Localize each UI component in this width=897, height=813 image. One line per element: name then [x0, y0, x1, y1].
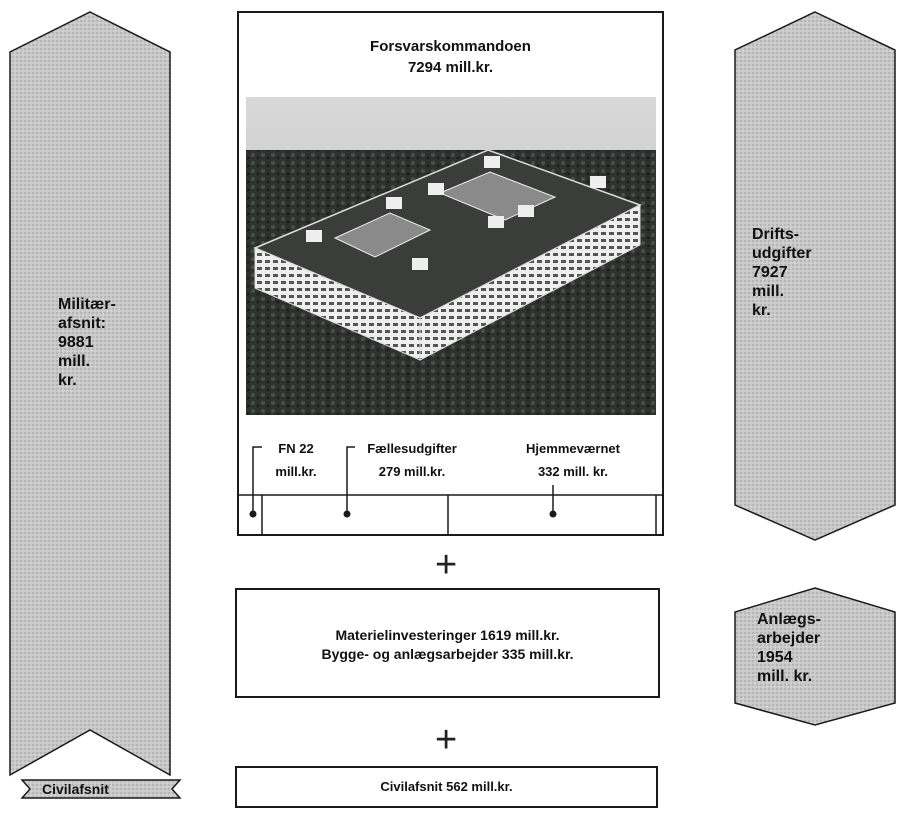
construction-arrow — [734, 587, 896, 726]
category-row — [238, 494, 663, 535]
leader-lines — [252, 446, 554, 512]
construction-arrow-label: Anlægs- arbejder 1954 mill. kr. — [757, 611, 821, 685]
civil-box-label: Civilafsnit 562 mill.kr. — [380, 779, 513, 794]
main-box-amount: 7294 mill.kr. — [407, 59, 494, 76]
operating-arrow-label: Drifts- udgifter 7927 mill. kr. — [752, 226, 812, 319]
investment-line-2: Bygge- og anlægsarbejder 335 mill.kr. — [321, 646, 574, 662]
civil-box — [235, 766, 658, 808]
leader-dots — [249, 510, 557, 518]
category-fn-name: FN 22 — [278, 441, 314, 456]
category-common-name: Fællesudgifter — [367, 441, 457, 456]
category-common-amount: 279 mill.kr. — [378, 464, 446, 479]
building-photo — [246, 97, 656, 415]
category-homeguard-amount: 332 mill. kr. — [537, 464, 609, 479]
investment-box — [235, 588, 660, 698]
plus-operator-1: + — [435, 544, 458, 586]
main-box-title: Forsvarskommandoen — [370, 38, 531, 55]
plus-operator-2: + — [435, 719, 458, 761]
category-fn-amount: mill.kr. — [275, 464, 317, 479]
investment-line-1: Materielinvesteringer 1619 mill.kr. — [335, 627, 560, 643]
civil-arrow-label: Civilafsnit — [42, 781, 109, 797]
category-homeguard-name: Hjemmeværnet — [526, 441, 620, 456]
military-arrow — [9, 11, 171, 777]
civil-arrow-shape — [20, 779, 182, 799]
operating-arrow — [734, 11, 896, 541]
military-arrow-label: Militær- afsnit: 9881 mill. kr. — [58, 296, 116, 389]
